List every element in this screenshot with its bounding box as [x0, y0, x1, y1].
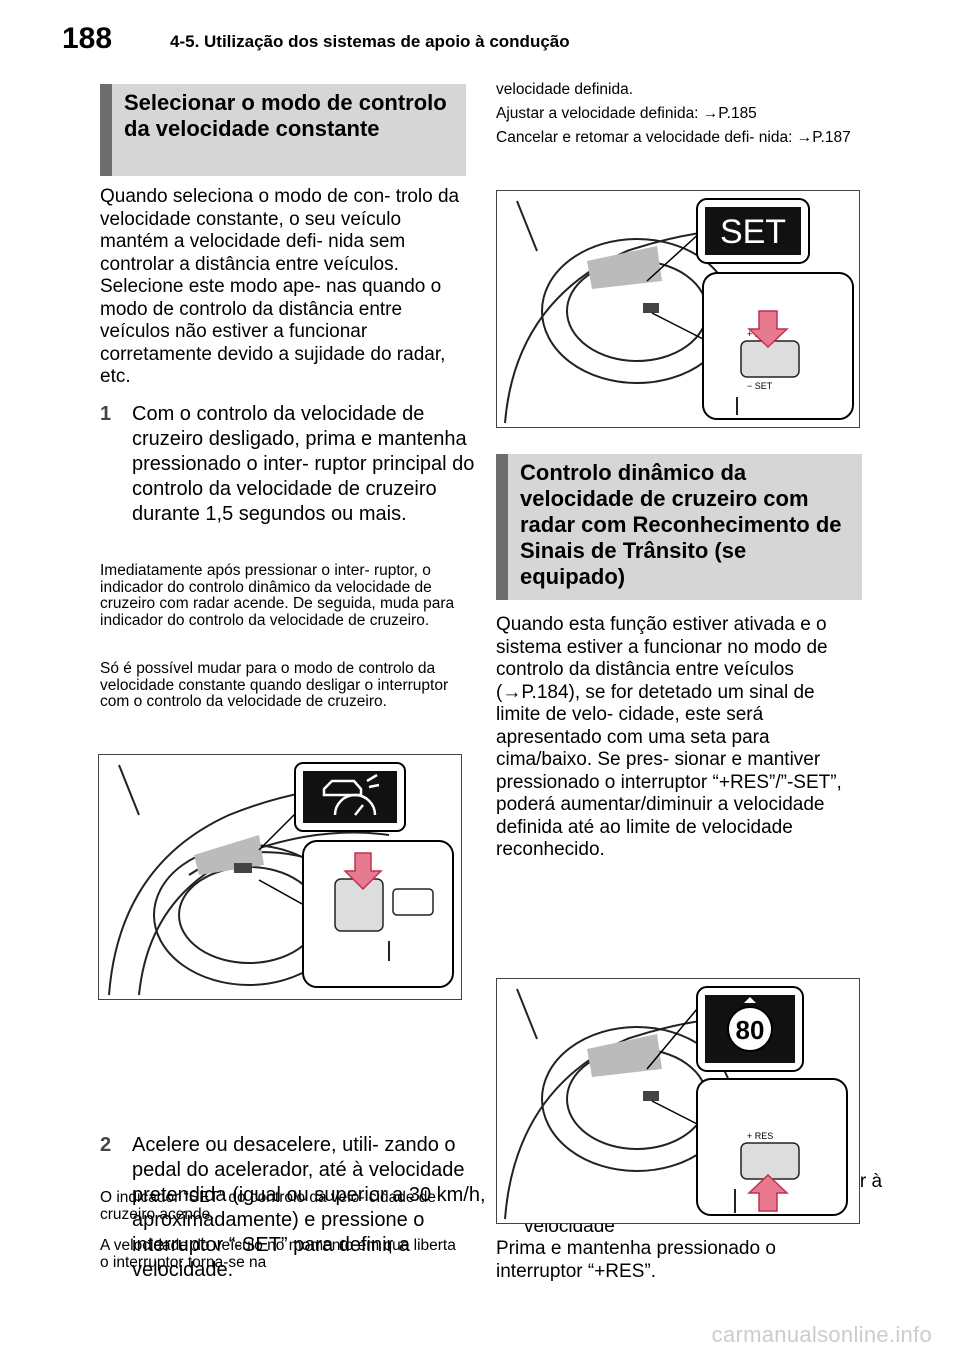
intro-paragraph: Quando seleciona o modo de con- trolo da… — [100, 186, 460, 387]
figure-steering-switch-main — [98, 754, 462, 1000]
note-vehicle-speed: A velocidade do veículo no momento em qu… — [100, 1237, 456, 1271]
figure-set-switch: SET + RES − SET — [496, 190, 860, 428]
speed-limit-value: 80 — [736, 1015, 765, 1045]
link-adjust-speed[interactable]: Ajustar a velocidade definida: →P.185 — [496, 105, 757, 122]
pink-arrow-down-icon — [343, 852, 383, 891]
chapter-title: 4-5. Utilização dos sistemas de apoio à … — [170, 32, 570, 51]
cont-set-speed: velocidade definida. — [496, 81, 634, 98]
note-indicator-change: Imediatamente após pressionar o inter- r… — [100, 562, 455, 629]
speed-limit-sign-icon — [727, 1006, 773, 1052]
section-title-constant-speed: Selecionar o modo de controlo da velocid… — [100, 84, 466, 176]
set-label: SET — [720, 213, 786, 251]
road-sign-paragraph: Quando esta função estiver ativada e o s… — [496, 614, 842, 860]
figure-speed-sign: 80 + RES — [496, 978, 860, 1224]
up-arrow-icon — [744, 997, 756, 1003]
radar-cruise-icon — [322, 773, 380, 816]
note-set-indicator: O indicador “SET” do controlo da velo- c… — [100, 1189, 437, 1223]
step-2: 2 Acelere ou desacelere, utili- zando o … — [100, 1133, 498, 1283]
set-switch-label: − SET — [747, 381, 773, 391]
res-label: + RES — [747, 1131, 773, 1141]
set-switch-illustration: SET + RES − SET — [504, 198, 854, 424]
final-instruction: Prima e mantenha pressionado o interrupt… — [496, 1238, 776, 1282]
page-number: 188 — [62, 22, 113, 55]
link-cancel-resume[interactable]: Cancelar e retomar a velocidade defi- ni… — [496, 129, 851, 146]
pink-arrow-down-icon — [747, 310, 789, 349]
speed-sign-illustration: 80 + RES — [504, 986, 848, 1220]
step-1-text: Com o controlo da velocidade de cruzeiro… — [132, 403, 475, 525]
section-title-road-sign: Controlo dinâmico da velocidade de cruze… — [496, 454, 862, 600]
step-2-text: Acelere ou desacelere, utili- zando o pe… — [132, 1134, 486, 1281]
note-mode-switch: Só é possível mudar para o modo de contr… — [100, 660, 449, 710]
step-1-number: 1 — [100, 403, 112, 425]
step-2-number: 2 — [100, 1134, 112, 1156]
pink-arrow-up-icon — [747, 1173, 789, 1212]
step-1: 1 Com o controlo da velocidade de cruzei… — [100, 402, 498, 527]
watermark: carmanualsonline.info — [711, 1322, 932, 1347]
steering-wheel-illustration — [108, 762, 454, 996]
